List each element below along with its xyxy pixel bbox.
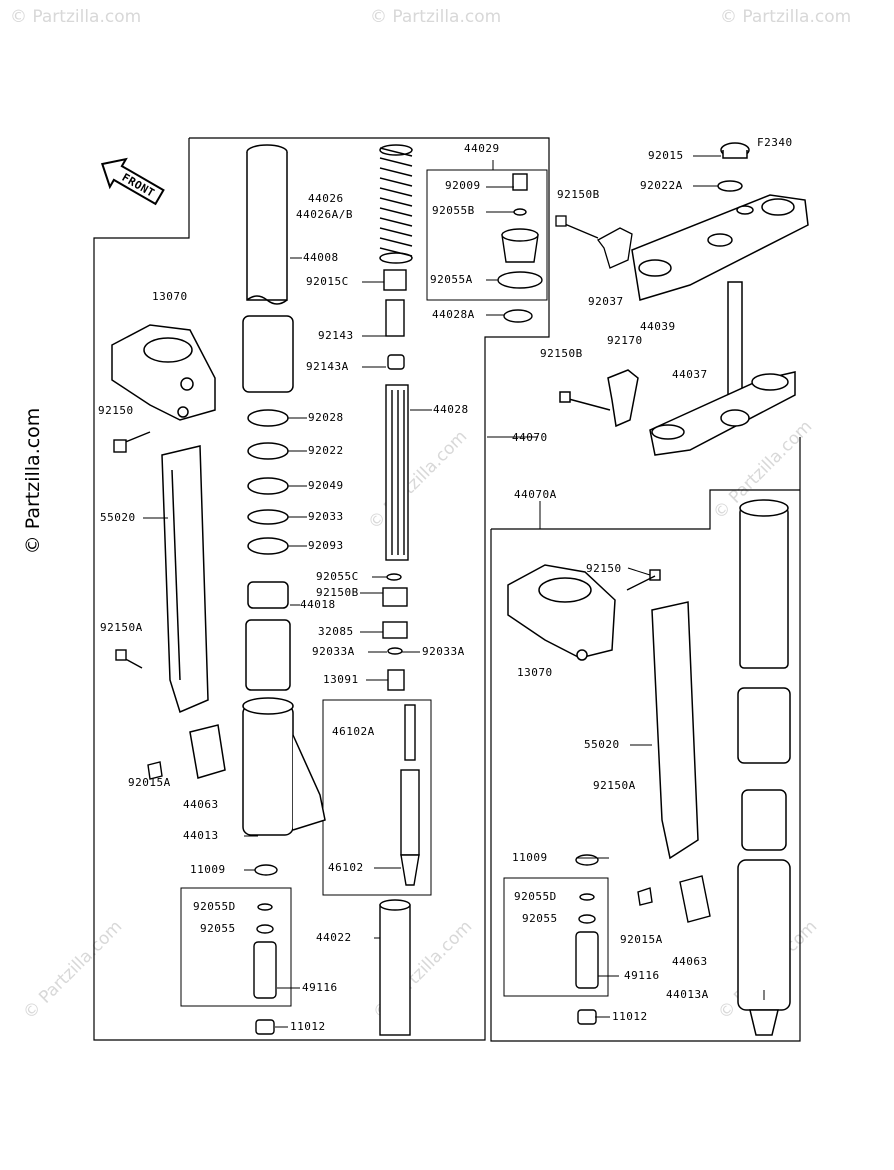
label-92055C: 92055C [316, 570, 359, 583]
label-92015A: 92015A [128, 776, 171, 789]
label-92055D-right: 92055D [514, 890, 557, 903]
spring-44026 [379, 144, 413, 264]
label-92015A-right: 92015A [620, 933, 663, 946]
label-13070: 13070 [152, 290, 188, 303]
front-arrow-icon: FRONT [100, 157, 165, 206]
label-44028A: 44028A [432, 308, 475, 321]
label-13091: 13091 [323, 673, 359, 686]
label-11009-right: 11009 [512, 851, 548, 864]
label-44013: 44013 [183, 829, 219, 842]
rod-assembly-box [322, 699, 432, 896]
label-55020: 55020 [100, 511, 136, 524]
label-11009: 11009 [190, 863, 226, 876]
label-92143: 92143 [318, 329, 354, 342]
label-92143A: 92143A [306, 360, 349, 373]
label-44026AB: 44026A/B [296, 208, 353, 221]
label-92150: 92150 [98, 404, 134, 417]
label-92055B: 92055B [432, 204, 475, 217]
watermark: © Partzilla.com [720, 7, 851, 27]
outer-tube-44008 [246, 144, 288, 305]
part-labels: 44029 92009 92055B 92055A 44028A 44026 4… [98, 142, 709, 1033]
label-92055-right: 92055 [522, 912, 558, 925]
label-44028: 44028 [433, 403, 469, 416]
label-92028: 92028 [308, 411, 344, 424]
label-11012: 11012 [290, 1020, 326, 1033]
label-92093: 92093 [308, 539, 344, 552]
central-parts [379, 269, 420, 1036]
label-55020-right: 55020 [584, 738, 620, 751]
fork-guard-55020-right [651, 601, 699, 860]
label-44022: 44022 [316, 931, 352, 944]
label-44029: 44029 [464, 142, 500, 155]
inner-tube-right [737, 499, 791, 1036]
watermark: © Partzilla.com [364, 427, 471, 534]
cap-assembly-box [426, 169, 548, 301]
label-44063-right: 44063 [672, 955, 708, 968]
label-92055A: 92055A [430, 273, 473, 286]
label-92049: 92049 [308, 479, 344, 492]
label-46102: 46102 [328, 861, 364, 874]
label-92009: 92009 [445, 179, 481, 192]
upper-bracket-44039 [631, 142, 809, 301]
axle-holder-13070 [111, 324, 216, 421]
label-92033A-right: 92033A [422, 645, 465, 658]
label-92033A-left: 92033A [312, 645, 355, 658]
figure-code: F2340 [757, 136, 793, 149]
label-92150B-mid: 92150B [540, 347, 583, 360]
fork-guard-55020 [161, 445, 209, 714]
lower-bracket-44037 [559, 281, 796, 456]
label-11012-right: 11012 [612, 1010, 648, 1023]
label-44063: 44063 [183, 798, 219, 811]
label-44037: 44037 [672, 368, 708, 381]
watermark: © Partzilla.com [19, 917, 126, 1024]
label-92150A-right: 92150A [593, 779, 636, 792]
label-92015C: 92015C [306, 275, 349, 288]
lower-leg-44013 [189, 697, 326, 836]
label-44008: 44008 [303, 251, 339, 264]
label-92150B: 92150B [316, 586, 359, 599]
label-32085: 32085 [318, 625, 354, 638]
leader-lines [143, 155, 765, 1028]
label-44070A: 44070A [514, 488, 557, 501]
label-92150B-top: 92150B [557, 188, 600, 201]
right-assembly-frame [490, 437, 801, 1042]
valve-assembly-box-right [503, 877, 609, 997]
label-92150A: 92150A [100, 621, 143, 634]
label-92037: 92037 [588, 295, 624, 308]
axle-holder-13070-right [507, 564, 616, 661]
label-92150-right: 92150 [586, 562, 622, 575]
label-49116: 49116 [302, 981, 338, 994]
label-92015: 92015 [648, 149, 684, 162]
label-13070-right: 13070 [517, 666, 553, 679]
label-46102A: 46102A [332, 725, 375, 738]
label-92055D: 92055D [193, 900, 236, 913]
label-49116-right: 49116 [624, 969, 660, 982]
label-44026: 44026 [308, 192, 344, 205]
label-92022: 92022 [308, 444, 344, 457]
label-44018: 44018 [300, 598, 336, 611]
label-44039: 44039 [640, 320, 676, 333]
watermark: © Partzilla.com [370, 7, 501, 27]
bottom-parts-left [113, 431, 278, 1035]
seal-rings [242, 315, 294, 691]
label-44070: 44070 [512, 431, 548, 444]
watermark: © Partzilla.com [10, 7, 141, 27]
label-92170: 92170 [607, 334, 643, 347]
cap-parts [497, 173, 543, 323]
label-44013A-right: 44013A [666, 988, 709, 1001]
label-92022A: 92022A [640, 179, 683, 192]
bottom-parts-right [575, 569, 711, 1025]
label-92055: 92055 [200, 922, 236, 935]
bracket-92037 [555, 215, 633, 269]
valve-assembly-box-left [180, 887, 292, 1007]
label-92033: 92033 [308, 510, 344, 523]
left-assembly-frame [93, 137, 550, 1041]
